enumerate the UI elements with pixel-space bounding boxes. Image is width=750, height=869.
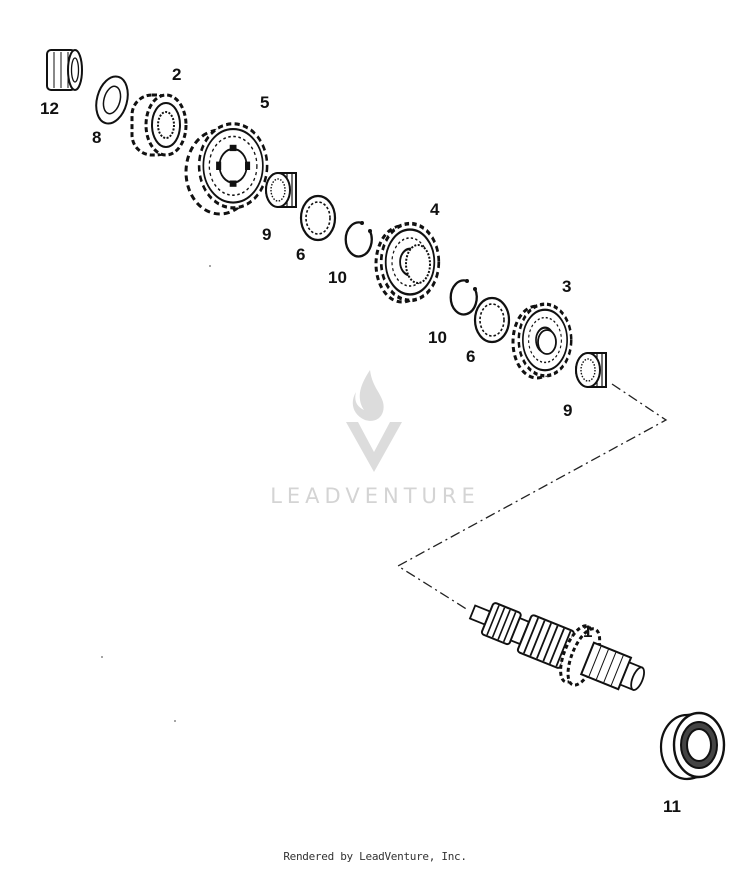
watermark-text: LEADVENTURE xyxy=(270,484,480,508)
footer-credit: Rendered by LeadVenture, Inc. xyxy=(283,850,467,863)
label-part-9-lower: 9 xyxy=(563,401,572,420)
part-9-needle-bearing-lower xyxy=(575,352,607,388)
part-9-needle-bearing-upper xyxy=(265,172,297,208)
part-2-small-gear xyxy=(130,93,188,157)
label-part-6-upper: 6 xyxy=(296,245,305,264)
scan-specks xyxy=(101,265,211,722)
part-6-thrust-washer-upper xyxy=(299,194,337,242)
label-part-2: 2 xyxy=(172,65,181,84)
label-part-5: 5 xyxy=(260,93,269,112)
watermark: LEADVENTURE xyxy=(270,370,480,508)
flame-logo-icon xyxy=(346,370,402,472)
part-8-washer xyxy=(95,75,129,125)
part-10-circlip-upper xyxy=(344,219,374,258)
label-part-10-lower: 10 xyxy=(428,328,447,347)
part-labels: 12 8 2 5 9 6 10 4 10 6 3 9 1 11 xyxy=(40,65,681,816)
label-part-11: 11 xyxy=(663,797,681,816)
label-part-12: 12 xyxy=(40,99,59,118)
label-part-3: 3 xyxy=(562,277,571,296)
label-part-1: 1 xyxy=(583,622,592,641)
part-10-circlip-lower xyxy=(449,277,479,316)
label-part-10-upper: 10 xyxy=(328,268,347,287)
part-4-gear xyxy=(374,221,441,304)
label-part-6-lower: 6 xyxy=(466,347,475,366)
part-12-needle-bearing xyxy=(46,49,83,91)
label-part-9-upper: 9 xyxy=(262,225,271,244)
part-3-gear xyxy=(511,302,573,380)
part-5-large-gear xyxy=(184,122,269,216)
label-part-8: 8 xyxy=(92,128,101,147)
part-11-ball-bearing xyxy=(659,711,726,781)
part-1-splined-shaft xyxy=(468,602,645,691)
part-6-thrust-washer-lower xyxy=(473,296,511,344)
label-part-4: 4 xyxy=(430,200,440,219)
